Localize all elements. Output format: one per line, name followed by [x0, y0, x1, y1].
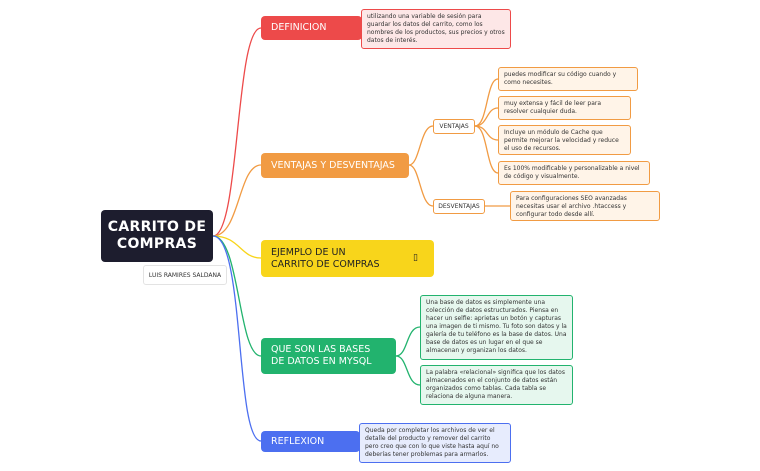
note-desventaja: Para configuraciones SEO avanzadas neces… — [510, 191, 660, 221]
note-bases-datos: La palabra «relacional» significa que lo… — [420, 365, 573, 405]
link-bases — [212, 235, 262, 357]
topic-reflexion[interactable]: REFLEXION — [261, 431, 360, 452]
topic-ventajas-label: VENTAJAS Y DESVENTAJAS — [271, 159, 395, 171]
central-title: CARRITO DE COMPRAS — [107, 219, 207, 252]
topic-definicion-label: DEFINICION — [271, 22, 327, 33]
subtopic-ventajas[interactable]: VENTAJAS — [433, 119, 475, 134]
topic-ejemplo-label: EJEMPLO DE UN CARRITO DE COMPRAS — [271, 246, 380, 270]
link-reflexion — [212, 235, 262, 442]
note-reflexion: Queda por completar los archivos de ver … — [359, 423, 511, 463]
topic-bases-datos[interactable]: QUE SON LAS BASES DE DATOS EN MYSQL — [261, 338, 396, 374]
link-ventajas — [212, 164, 262, 237]
link-des-sub — [408, 164, 434, 207]
topic-ejemplo[interactable]: EJEMPLO DE UN CARRITO DE COMPRAS ▯ — [261, 240, 434, 277]
topic-definicion[interactable]: DEFINICION — [261, 16, 362, 40]
note-icon[interactable]: ▯ — [413, 253, 418, 263]
note-ventaja: Es 100% modificable y personalizable a n… — [498, 161, 650, 185]
note-ventaja: puedes modificar su código cuando y como… — [498, 67, 638, 91]
link-ven-sub — [408, 125, 434, 166]
topic-reflexion-label: REFLEXION — [271, 435, 325, 447]
note-definicion: utilizando una variable de sesión para g… — [361, 9, 511, 49]
note-ventaja: Incluye un módulo de Cache que permite m… — [498, 125, 631, 155]
note-bases-datos: Una base de datos es simplemente una col… — [420, 295, 573, 360]
central-topic[interactable]: CARRITO DE COMPRAS — [101, 210, 213, 262]
link-ejemplo — [212, 235, 262, 259]
topic-ventajas-desventajas[interactable]: VENTAJAS Y DESVENTAJAS — [261, 153, 409, 178]
author-label: LUIS RAMIRES SALDANA — [143, 265, 227, 285]
link-definicion — [212, 27, 262, 237]
note-ventaja: muy extensa y fácil de leer para resolve… — [498, 96, 631, 120]
subtopic-desventajas[interactable]: DESVENTAJAS — [433, 199, 485, 214]
topic-bases-label: QUE SON LAS BASES DE DATOS EN MYSQL — [271, 344, 372, 367]
